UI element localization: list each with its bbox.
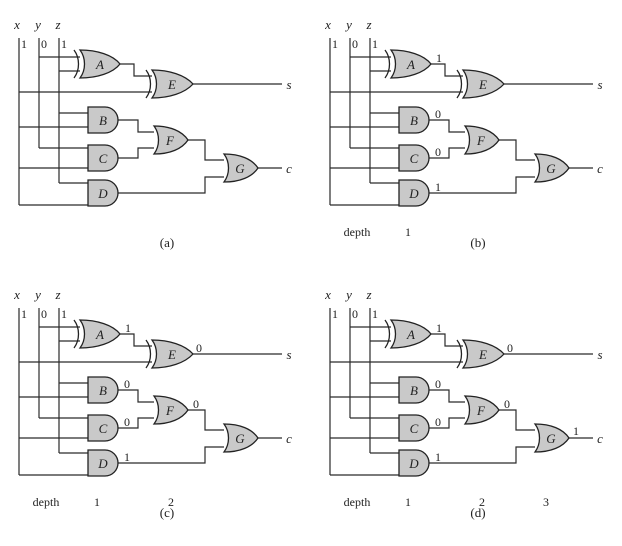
input-label-y: y [33,17,41,32]
gate-label-c: C [410,421,419,436]
gate-output-d: 1 [124,450,130,464]
input-value-x: 1 [332,307,338,321]
circuit-wiring [18,307,283,477]
gate-output-f: 0 [504,397,510,411]
input-label-y: y [344,287,352,302]
gate-label-e: E [478,347,487,362]
input-value-y: 0 [41,307,47,321]
gate-label-a: A [406,327,415,342]
input-label-x: x [324,17,331,32]
gate-output-a: 1 [125,321,131,335]
gate-output-e: 0 [507,341,513,355]
input-value-x: 1 [21,37,27,51]
gate-output-b: 0 [435,107,441,121]
output-label-s: s [597,77,602,92]
gate-label-d: D [97,186,108,201]
depth-value-3: 3 [543,495,549,509]
input-label-z: z [54,17,60,32]
gate-label-f: F [165,403,175,418]
depth-value-2: 2 [168,495,174,509]
gate-output-e: 0 [196,341,202,355]
input-label-x: x [13,287,20,302]
output-label-s: s [286,77,291,92]
input-value-z: 1 [61,37,67,51]
gate-label-b: B [410,383,418,398]
gate-label-c: C [99,421,108,436]
output-label-s: s [286,347,291,362]
depth-value-1: 1 [405,225,411,239]
input-value-y: 0 [352,307,358,321]
gate-label-d: D [408,186,419,201]
input-value-z: 1 [372,37,378,51]
gate-output-b: 0 [435,377,441,391]
input-label-x: x [13,17,20,32]
circuit-wiring [329,37,594,207]
output-label-c: c [597,431,603,446]
gate-label-g: G [546,161,556,176]
output-label-c: c [286,161,292,176]
gate-label-d: D [408,456,419,471]
gate-label-a: A [95,327,104,342]
input-label-z: z [54,287,60,302]
depth-label: depth [344,495,371,509]
gate-output-d: 1 [435,180,441,194]
depth-label: depth [344,225,371,239]
input-value-x: 1 [21,307,27,321]
gate-label-g: G [235,431,245,446]
input-label-x: x [324,287,331,302]
gate-label-f: F [165,133,175,148]
gate-output-c: 0 [435,145,441,159]
gate-label-d: D [97,456,108,471]
gate-output-c: 0 [124,415,130,429]
gate-label-c: C [99,151,108,166]
gate-label-g: G [235,161,245,176]
depth-label: depth [33,495,60,509]
depth-value-1: 1 [405,495,411,509]
gate-output-g: 1 [573,424,579,438]
input-value-z: 1 [61,307,67,321]
panel-caption: (b) [470,235,485,250]
panel-caption: (c) [160,505,174,520]
gate-label-e: E [478,77,487,92]
input-label-z: z [365,287,371,302]
gate-label-e: E [167,347,176,362]
input-label-y: y [344,17,352,32]
input-label-y: y [33,287,41,302]
gate-output-a: 1 [436,321,442,335]
gate-label-b: B [99,383,107,398]
gate-label-b: B [99,113,107,128]
circuit-wiring [329,307,594,477]
gate-label-g: G [546,431,556,446]
output-label-c: c [597,161,603,176]
circuit-wiring [18,37,283,207]
input-value-y: 0 [352,37,358,51]
input-label-z: z [365,17,371,32]
depth-value-2: 2 [479,495,485,509]
gate-label-a: A [95,57,104,72]
output-label-s: s [597,347,602,362]
gate-label-f: F [476,403,486,418]
input-value-x: 1 [332,37,338,51]
input-value-z: 1 [372,307,378,321]
panel-caption: (d) [470,505,485,520]
gate-label-c: C [410,151,419,166]
gate-label-e: E [167,77,176,92]
gate-label-f: F [476,133,486,148]
gate-label-b: B [410,113,418,128]
gate-output-f: 0 [193,397,199,411]
depth-value-1: 1 [94,495,100,509]
gate-output-c: 0 [435,415,441,429]
input-value-y: 0 [41,37,47,51]
panel-caption: (a) [160,235,174,250]
gate-output-b: 0 [124,377,130,391]
gate-output-a: 1 [436,51,442,65]
gate-label-a: A [406,57,415,72]
output-label-c: c [286,431,292,446]
gate-output-d: 1 [435,450,441,464]
